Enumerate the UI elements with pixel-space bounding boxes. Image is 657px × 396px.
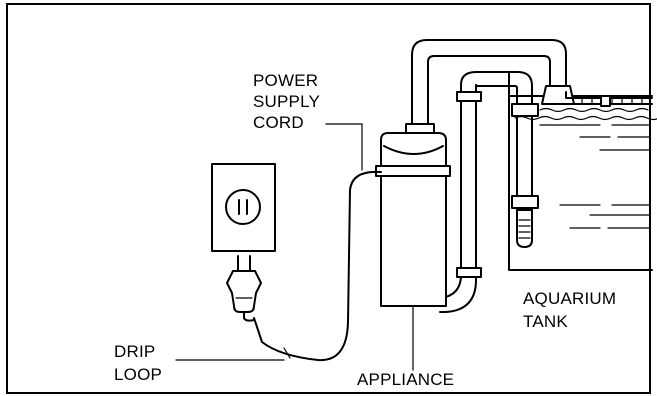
appliance-body	[375, 132, 451, 307]
appliance-label: APPLIANCE	[357, 370, 454, 389]
power-supply-cord-label-line2: SUPPLY	[253, 92, 320, 111]
drip-loop-label-line1: DRIP	[114, 342, 155, 361]
diagram-frame	[6, 3, 651, 394]
wall-outlet	[211, 163, 276, 252]
power-supply-cord-label-line3: CORD	[253, 113, 304, 132]
power-cord-leader	[325, 123, 363, 171]
return-tube	[405, 39, 653, 135]
intake-tube	[439, 71, 539, 313]
drip-loop-point	[283, 347, 291, 359]
aquarium-tank-label-line1: AQUARIUM	[523, 289, 616, 308]
power-supply-cord	[253, 170, 382, 362]
power-supply-cord-label-line1: POWER	[253, 71, 318, 90]
drip-loop-label-line2: LOOP	[114, 365, 162, 384]
plug	[226, 255, 262, 322]
aquarium-tank-label-line2: TANK	[523, 312, 568, 331]
